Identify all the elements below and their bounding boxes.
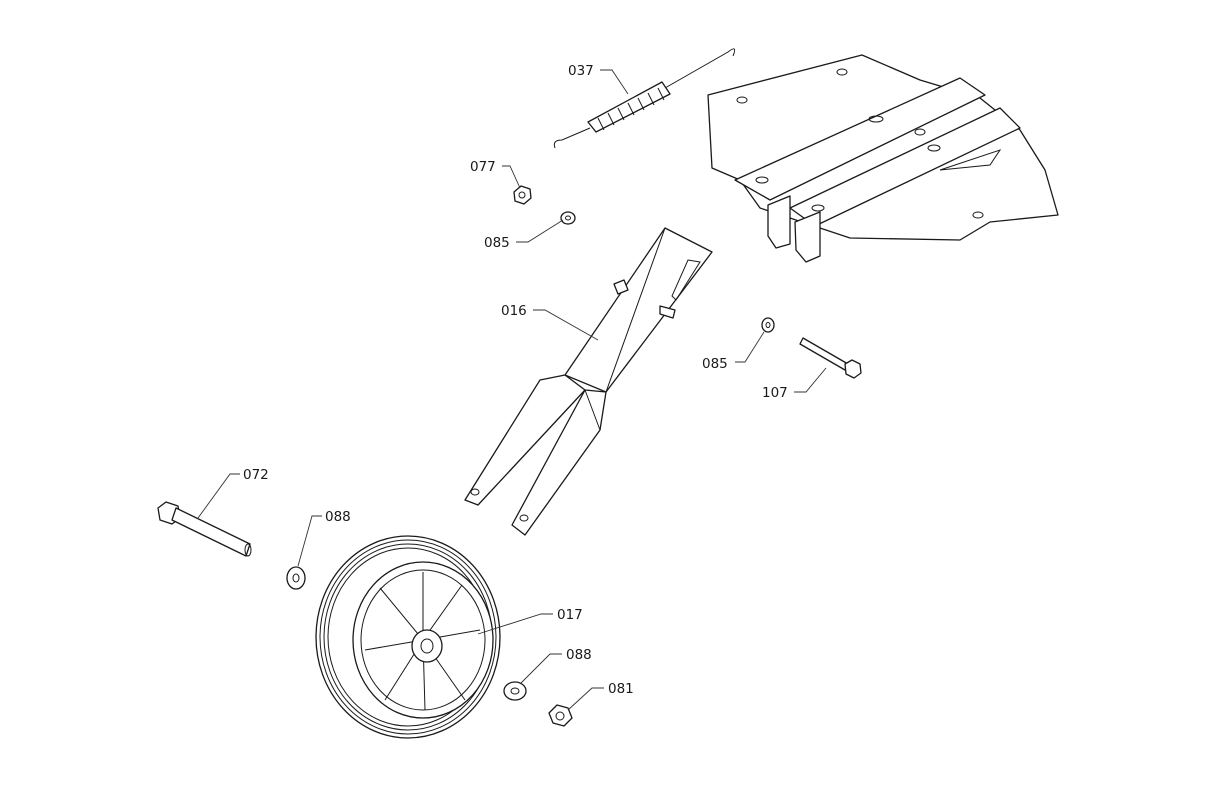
part-labels: 037 077 085 016 085 107 072 088 017 088 … xyxy=(243,63,788,697)
wheel xyxy=(315,535,501,739)
top-nut xyxy=(513,185,532,205)
label-washer-top: 085 xyxy=(484,235,510,251)
top-washer xyxy=(560,211,576,225)
spring xyxy=(553,48,736,149)
label-spring: 037 xyxy=(568,63,594,79)
right-washer xyxy=(761,317,775,333)
label-wheel: 017 xyxy=(557,607,583,623)
label-washer-right: 085 xyxy=(702,356,728,372)
leader-lines xyxy=(197,69,827,711)
label-arm: 016 xyxy=(501,303,527,319)
bottom-washer xyxy=(503,681,527,701)
arm xyxy=(464,227,713,536)
label-washer-left: 088 xyxy=(325,509,351,525)
label-bolt-short: 107 xyxy=(762,385,788,401)
short-bolt xyxy=(799,337,862,379)
long-bolt xyxy=(157,501,252,557)
label-bolt-long: 072 xyxy=(243,467,269,483)
label-washer-bottom: 088 xyxy=(566,647,592,663)
left-washer xyxy=(286,566,306,590)
label-nut-top: 077 xyxy=(470,159,496,175)
bottom-nut xyxy=(548,704,573,727)
label-nut-bottom: 081 xyxy=(608,681,634,697)
deck-plate xyxy=(707,54,1059,263)
